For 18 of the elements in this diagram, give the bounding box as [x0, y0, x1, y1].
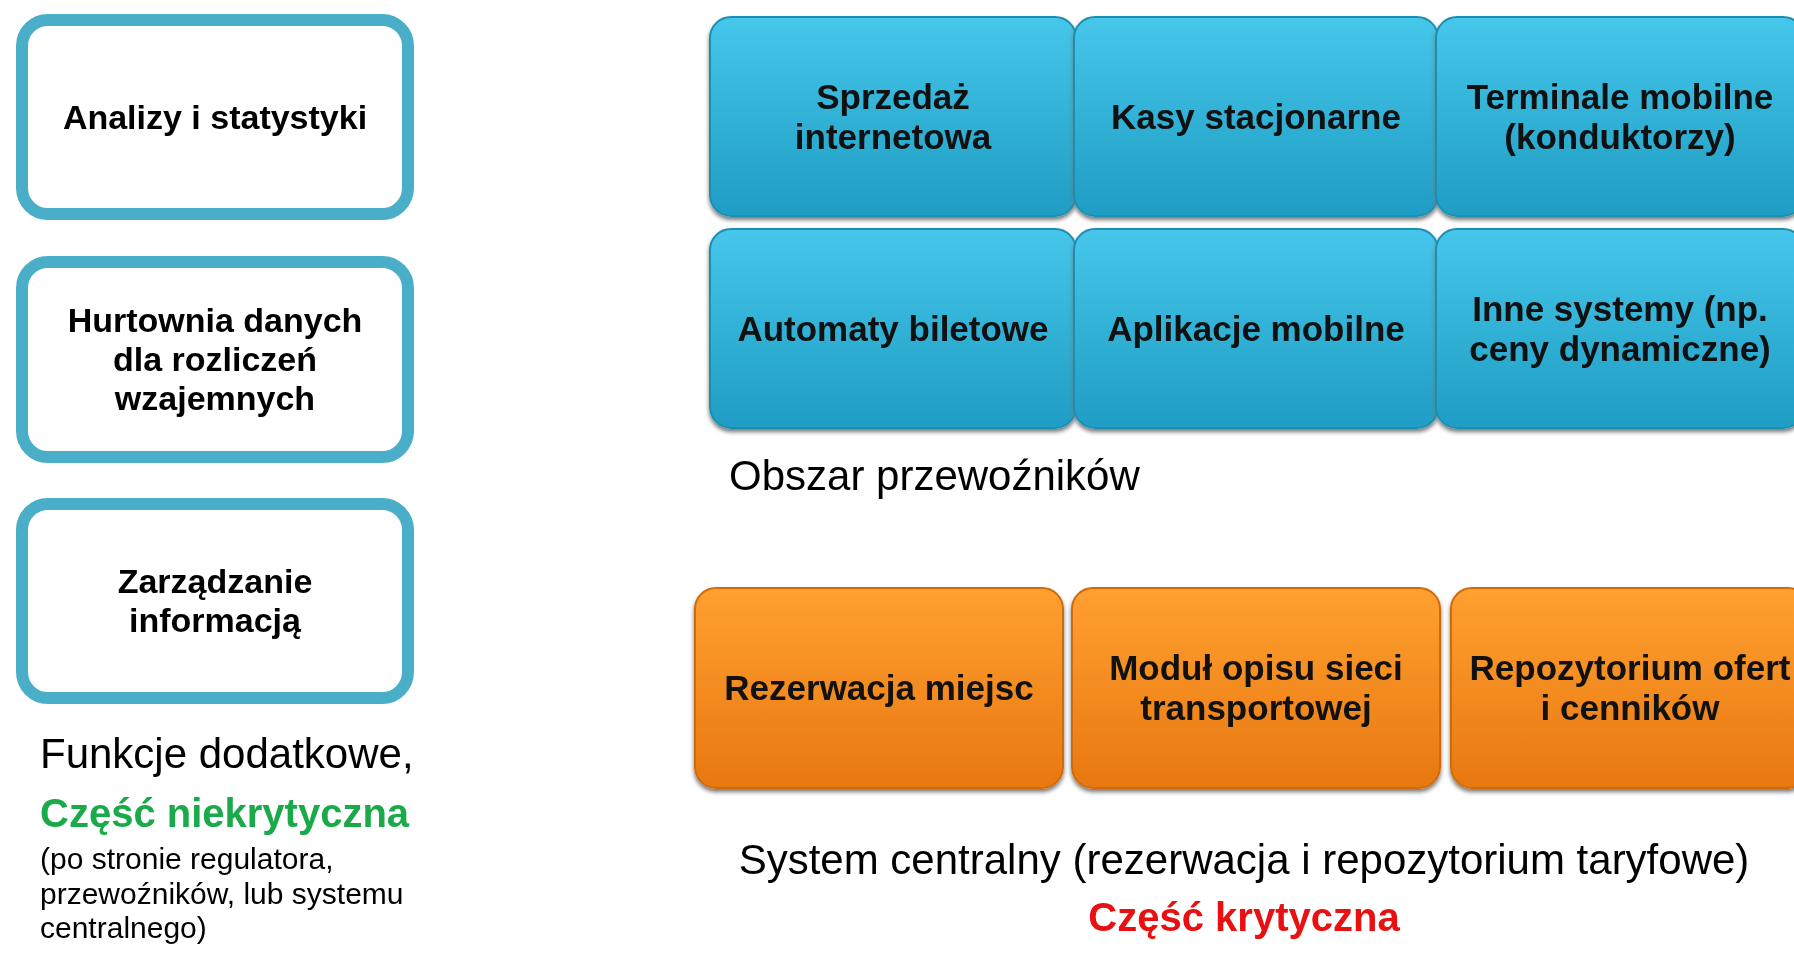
process-box: Terminale mobilne (konduktorzy) — [1435, 16, 1794, 217]
process-box: Zarządzanie informacją — [16, 498, 414, 704]
process-box: Aplikacje mobilne — [1073, 228, 1439, 429]
process-box: Analizy i statystyki — [16, 14, 414, 220]
process-box: Repozytorium ofert i cenników — [1450, 587, 1794, 789]
section-label: System centralny (rezerwacja i repozytorium taryfowe) — [737, 836, 1751, 885]
process-box: Automaty biletowe — [709, 228, 1077, 429]
note-text: (po stronie regulatora, przewoźników, lub systemu centralnego) — [40, 842, 405, 946]
process-box: Kasy stacjonarne — [1073, 16, 1439, 217]
section-label: Obszar przewoźników — [729, 452, 1141, 501]
section-label: Funkcje dodatkowe, — [40, 730, 415, 779]
process-box: Hurtownia danych dla rozliczeń wzajemnych — [16, 256, 414, 463]
process-box: Sprzedaż internetowa — [709, 16, 1077, 217]
section-label: Część niekrytyczna — [40, 790, 411, 836]
section-label: Część krytyczna — [1087, 894, 1401, 940]
process-box: Inne systemy (np. ceny dynamiczne) — [1435, 228, 1794, 429]
process-box: Rezerwacja miejsc — [694, 587, 1064, 789]
process-box: Moduł opisu sieci transportowej — [1071, 587, 1441, 789]
